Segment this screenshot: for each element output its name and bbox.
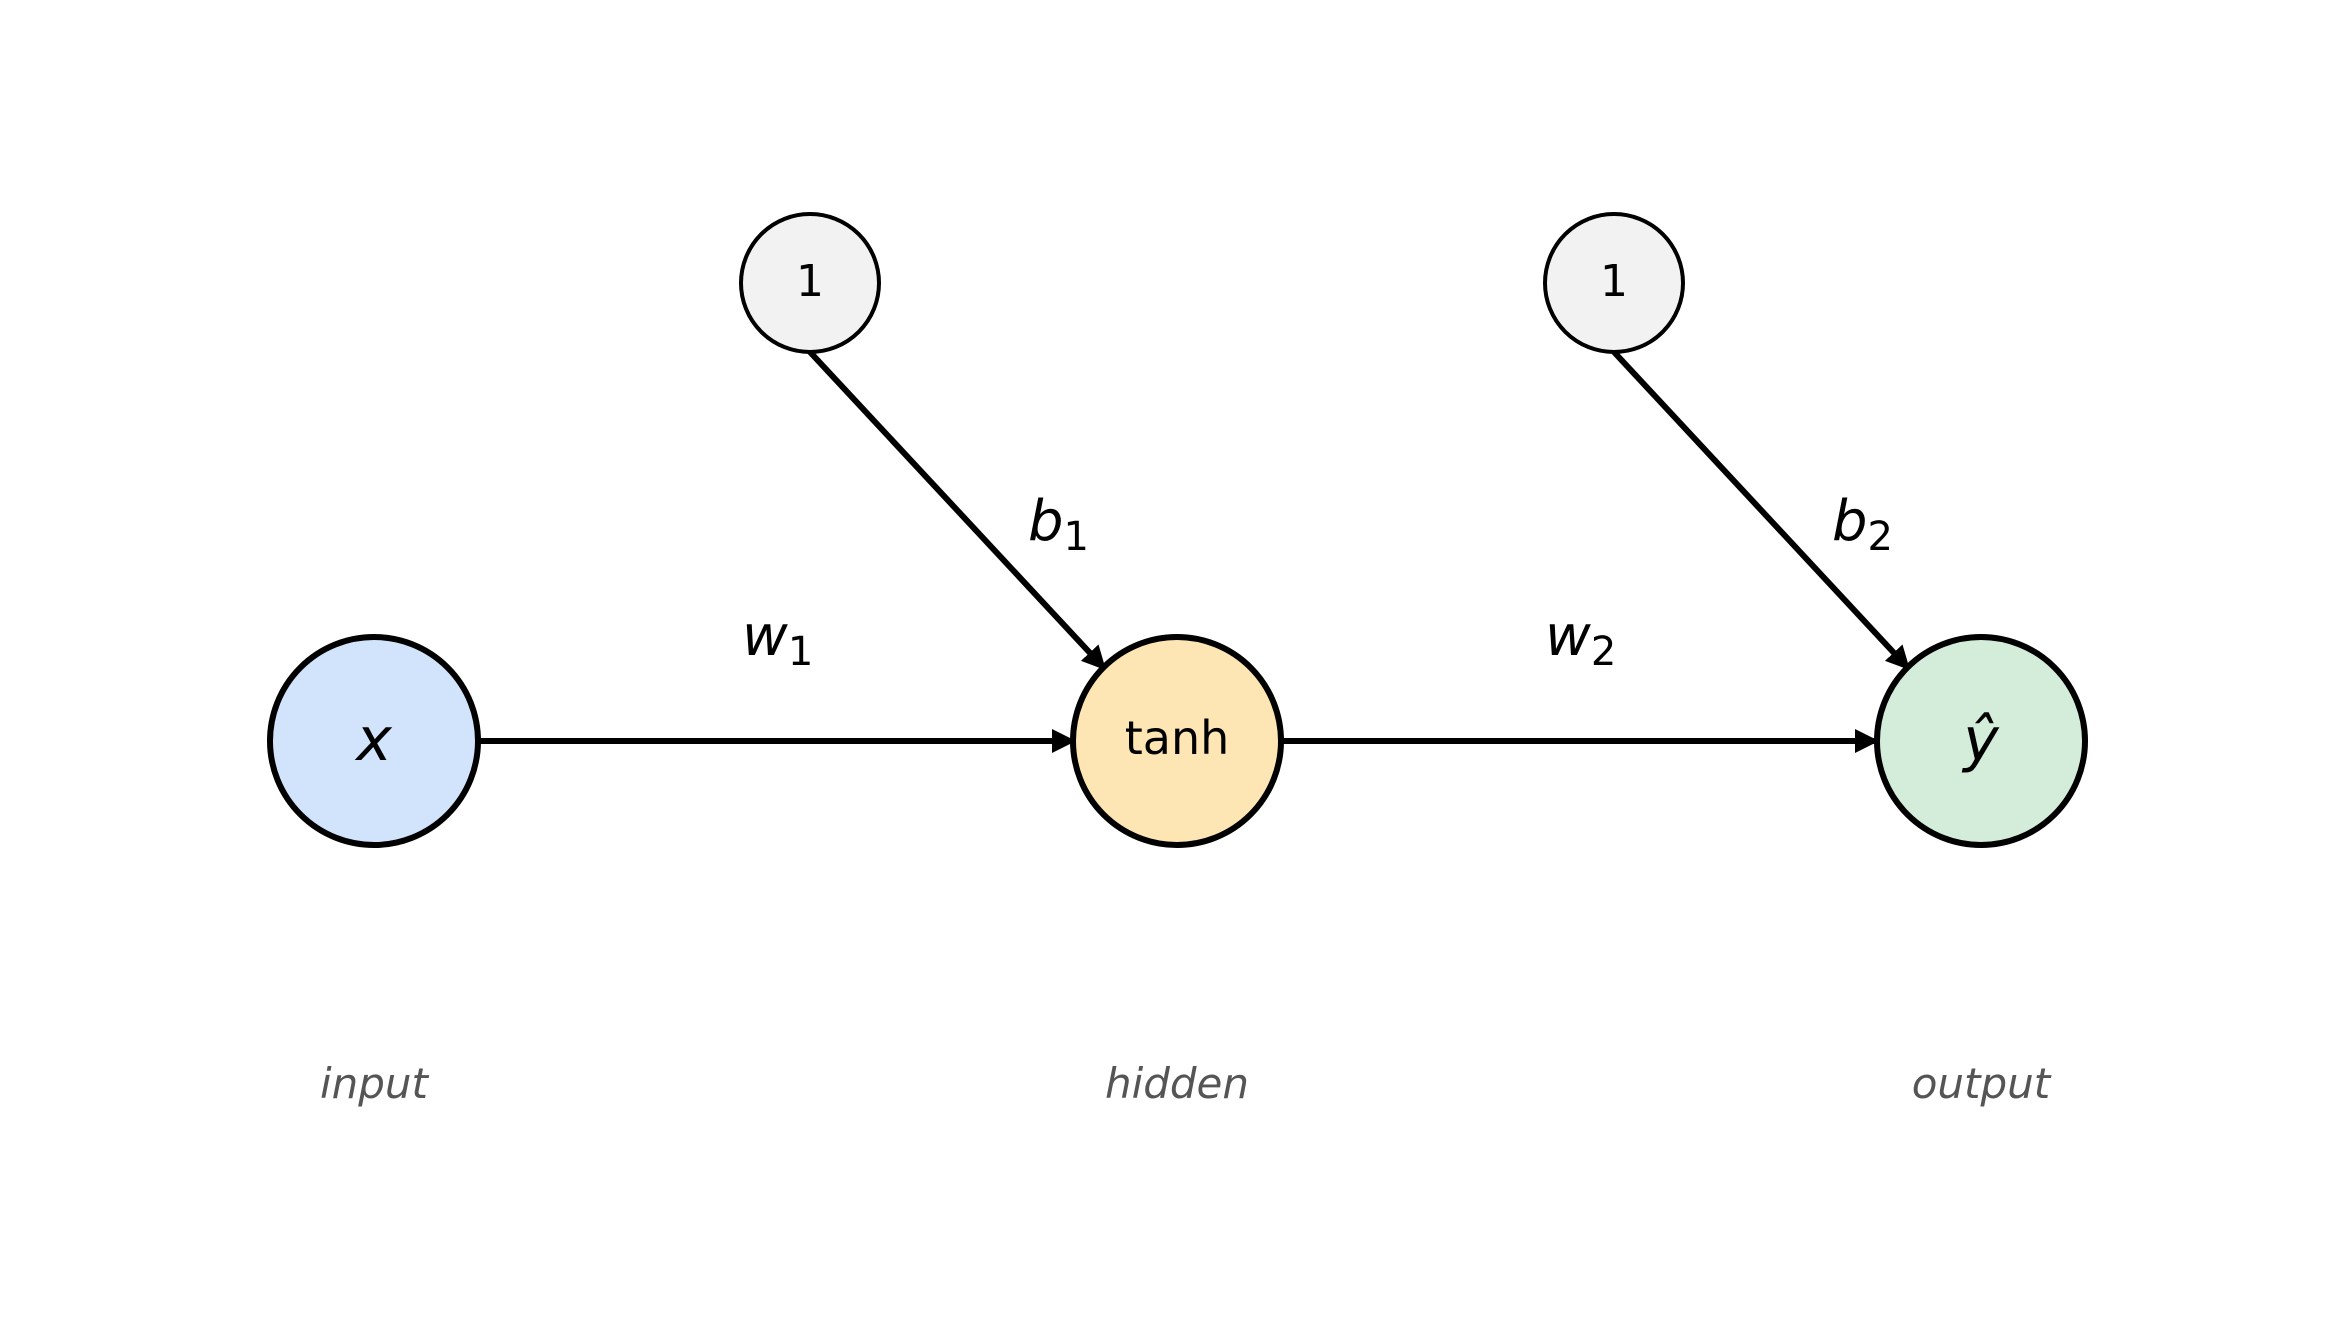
edge-b1 [807,349,1107,671]
bias-label-b2-symbol: b [1832,489,1868,554]
layer-label-input: input [320,1059,430,1108]
weight-label-w1: w1 [742,604,813,675]
output-node-label: ŷ [1961,705,2000,775]
weight-label-w2-symbol: w [1545,604,1591,669]
weight-label-w1-subscript: 1 [788,629,813,675]
weight-label-w2: w2 [1545,604,1616,675]
layer-label-hidden: hidden [1105,1059,1249,1108]
bias-node-1 [739,212,881,354]
bias-label-b1-symbol: b [1028,489,1064,554]
hidden-node-label: tanh [1125,711,1230,765]
bias-label-b1: b1 [1028,489,1089,560]
input-node [267,634,481,848]
hidden-node [1070,634,1284,848]
bias-node-2-label: 1 [1600,256,1628,307]
bias-label-b2: b2 [1832,489,1893,560]
output-node [1874,634,2088,848]
bias-label-b1-subscript: 1 [1064,514,1089,560]
bias-label-b2-subscript: 2 [1868,514,1893,560]
bias-node-2 [1543,212,1685,354]
bias-node-1-label: 1 [796,256,824,307]
weight-label-w1-symbol: w [742,604,788,669]
layer-label-output: output [1912,1059,2052,1108]
weight-label-w2-subscript: 2 [1591,629,1616,675]
edge-b2 [1611,349,1911,671]
input-node-label: x [354,705,392,775]
